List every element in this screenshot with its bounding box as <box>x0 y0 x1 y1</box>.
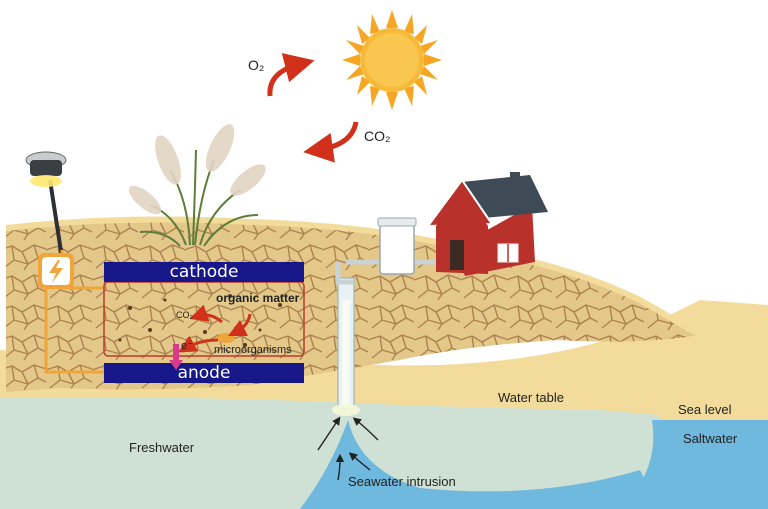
intrusion-arrows <box>317 416 379 481</box>
co2-soil-label: CO₂ <box>176 310 193 320</box>
anode-bar <box>104 363 304 383</box>
cathode-bar <box>104 262 304 282</box>
grass-plumes <box>128 124 266 215</box>
sun-icon <box>342 10 442 110</box>
house-icon <box>425 172 548 276</box>
seawater-intrusion-label: Seawater intrusion <box>348 474 456 489</box>
saltwater-label: Saltwater <box>683 431 738 446</box>
lamp-icon <box>25 151 67 259</box>
microbe-to-electron-arrow <box>178 335 219 353</box>
o2-label: O₂ <box>248 57 265 73</box>
seawater-intrusion-wedge <box>300 420 660 509</box>
organic-to-microbe-arrow <box>227 313 252 337</box>
co2-arrow <box>303 121 359 163</box>
water-tank-icon <box>377 217 417 275</box>
organic-matter-label: organic matter <box>216 291 300 305</box>
freshwater-label: Freshwater <box>129 440 195 455</box>
o2-arrow <box>267 53 315 97</box>
microorganisms-label: microorganisms <box>214 344 292 356</box>
sea-level-label: Sea level <box>678 402 732 417</box>
water-table-label: Water table <box>498 390 564 405</box>
microorganism-blob <box>217 333 235 343</box>
electron-label: e⁻ <box>181 340 193 352</box>
anode-label: anode <box>177 363 231 383</box>
saltwater-body <box>620 420 768 509</box>
lightning-icon <box>38 253 74 289</box>
co2-soil-arrow <box>189 304 223 324</box>
sand-layer <box>0 300 768 420</box>
co2-sky-label: CO₂ <box>364 128 391 144</box>
cathode-label: cathode <box>169 262 239 282</box>
organic-particles <box>118 294 282 347</box>
freshwater-body <box>0 397 660 509</box>
